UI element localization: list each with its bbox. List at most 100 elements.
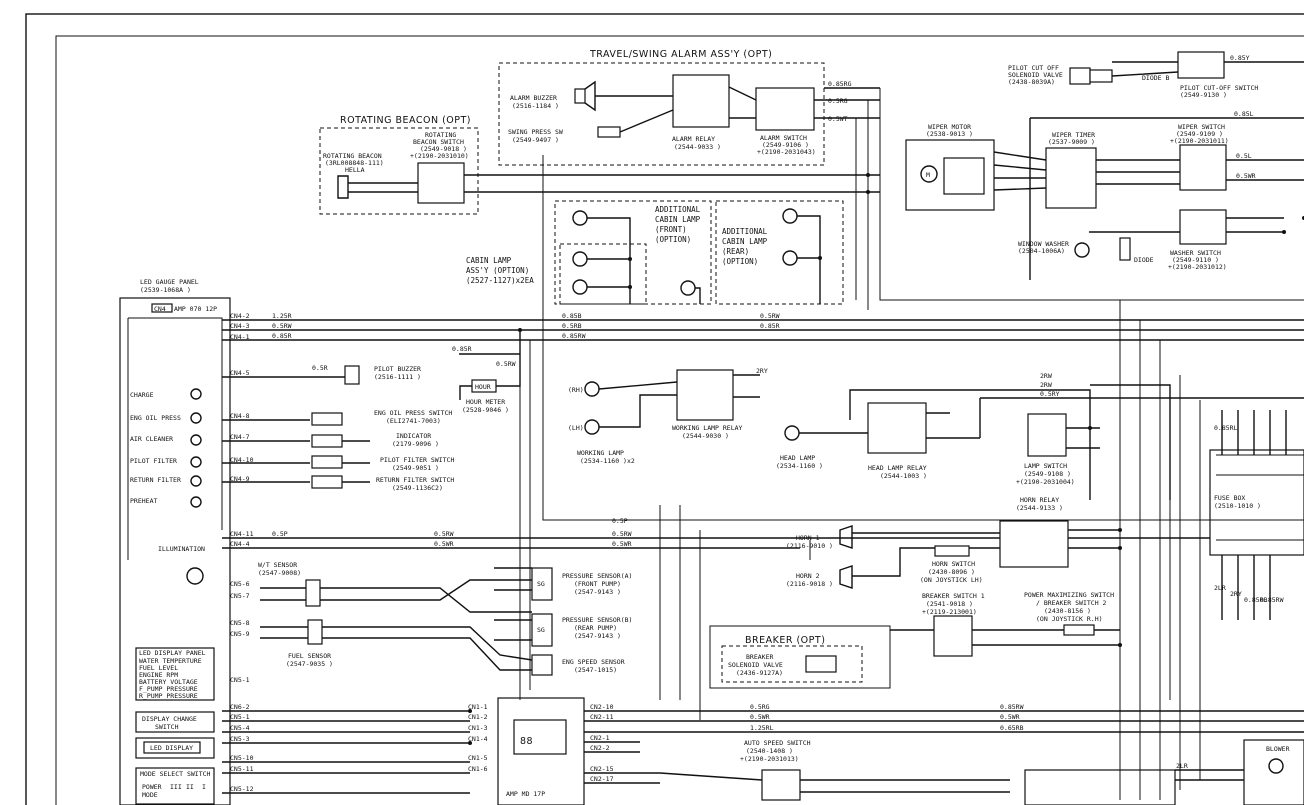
add-front-4: (OPTION): [655, 235, 691, 244]
cn4-8: CN4-8: [230, 412, 250, 420]
lamp-switch-icon: [1027, 413, 1067, 457]
pressure-a-label: PRESSURE SENSOR(A): [562, 572, 632, 580]
add-rear-3: (REAR): [722, 247, 749, 256]
auto-speed-label: AUTO SPEED SWITCH: [744, 739, 811, 747]
wire-2lr: 2LR: [1214, 584, 1226, 592]
cn2-17: CN2-17: [590, 775, 614, 783]
power-max-part2: (ON JOYSTICK R.H): [1036, 615, 1103, 623]
power-max-label2: / BREAKER SWITCH 2: [1036, 599, 1107, 607]
cn5-11: CN5-11: [230, 765, 254, 773]
wire-0.85l: 0.85L: [1234, 110, 1254, 118]
wire-2ry: 2RY: [756, 367, 768, 375]
head-lamp-relay-icon: [867, 402, 927, 454]
amp-connector: AMP 070 12P: [174, 305, 217, 313]
fuse-box-part: (2510-1010 ): [1214, 502, 1261, 510]
alarm-buzzer-part: (2516-1184 ): [512, 102, 559, 110]
wire-0.5wr: 0.5WR: [1236, 172, 1256, 180]
beacon-brand: HELLA: [345, 166, 365, 174]
cabin-lamp-group: ADDITIONAL CABIN LAMP (FRONT) (OPTION) A…: [466, 200, 844, 305]
pilot-cut-switch-icon: [1177, 51, 1225, 79]
hour-meter-label: HOUR METER: [466, 398, 505, 406]
pilot-buzzer-part: (2516-1111 ): [374, 373, 421, 381]
wire-lower-3: 0.5RG: [750, 703, 770, 711]
beacon-switch-label: ROTATING: [425, 131, 456, 139]
lamp-switch-part: (2549-9108 ): [1024, 470, 1071, 478]
wire-lower-7: 0.5WR: [1000, 713, 1020, 721]
wt-sensor-part: (2547-9008): [258, 569, 301, 577]
pressure-b-sub: (REAR PUMP): [574, 624, 617, 632]
wire-lower-2: 0.5WR: [434, 540, 454, 548]
fuse-box-group: FUSE BOX (2510-1010 ) 2LR 2RY 0.85RB 0.8…: [1209, 410, 1304, 620]
display-change-box: [135, 711, 215, 733]
diode-icon: [1119, 237, 1131, 261]
pilot-filter-icon: [311, 455, 343, 469]
wire-2rw: 2RW: [1040, 372, 1052, 380]
pressure-a-icon: [531, 567, 553, 601]
wiper-switch-part2: +(2190-2031011): [1170, 137, 1229, 145]
eng-speed-label: ENG SPEED SENSOR: [562, 658, 625, 666]
alarm-relay-part: (2544-9033 ): [674, 143, 721, 151]
led-panel-1: WATER TEMPERTURE: [139, 657, 202, 665]
mode-select-box: [135, 767, 215, 805]
eng-speed-icon: [531, 654, 553, 676]
cn2-10: CN2-10: [590, 703, 614, 711]
swing-press-label: SWING PRESS SW: [508, 128, 563, 136]
wire-lower-1: 0.5RW: [434, 530, 454, 538]
cn4-7: CN4-7: [230, 433, 250, 441]
amp-connector-label-box: [151, 303, 173, 313]
diode-b-label: DIODE B: [1142, 74, 1169, 82]
illumination-lamp-icon: [186, 567, 204, 585]
wire-0.85r: 0.85R: [272, 332, 292, 340]
working-lamp-label: WORKING LAMP: [577, 449, 624, 457]
led-display-panel-box: [135, 647, 215, 701]
indicator-label: INDICATOR: [396, 432, 431, 440]
buzzer-icon: [574, 88, 586, 104]
wire-0.85rb-b: 0.85RB: [1244, 596, 1268, 604]
wire-bus-6: 0.5RW: [760, 312, 780, 320]
wire-0.5l: 0.5L: [1236, 152, 1252, 160]
lamp-relay-group: (RH) (LH) WORKING LAMP (2534-1160 )x2 WO…: [568, 367, 1304, 500]
fuse-box: [1209, 449, 1304, 556]
cn4-1: CN4-1: [230, 333, 250, 341]
wire-2ry-b: 2RY: [1230, 590, 1242, 598]
beacon-title: ROTATING BEACON (OPT): [340, 115, 471, 126]
led-panel-6: R_PUMP PRESSURE: [139, 692, 198, 700]
alarm-switch-label: ALARM SWITCH: [760, 134, 807, 142]
led-panel-4: BATTERY VOLTAGE: [139, 678, 198, 686]
cn4-wiring: CN4-2 CN4-3 CN4-1 CN4-5 CN4-8 CN4-7 CN4-…: [222, 312, 1304, 549]
horn-switch-icon: [934, 545, 970, 557]
alarm-switch-part: (2549-9106 ): [762, 141, 809, 149]
pressure-a-part: (2547-9143 ): [574, 588, 621, 596]
panel-label-return: RETURN FILTER: [130, 476, 181, 484]
cn5-10: CN5-10: [230, 754, 254, 762]
alarm-switch-icon: [755, 87, 815, 131]
head-lamp-label: HEAD LAMP: [780, 454, 815, 462]
beacon-label: ROTATING BEACON: [323, 152, 382, 160]
horn2-label: HORN 2: [796, 572, 820, 580]
pilot-buzzer-icon: [344, 365, 360, 385]
mode-select-title: MODE SELECT SWITCH: [140, 770, 211, 778]
add-front-3: (FRONT): [655, 225, 687, 234]
beacon-switch-part: (2549-9018 ): [420, 145, 467, 153]
pilot-cut-label: PILOT CUT OFF: [1008, 64, 1059, 72]
window-washer-label: WINDOW WASHER: [1018, 240, 1069, 248]
wire-0.5ry: 0.5RY: [1040, 390, 1060, 398]
head-lamp-part: (2534-1160 ): [776, 462, 823, 470]
wire-lower-6: 0.65RB: [1000, 724, 1024, 732]
add-rear-4: (OPTION): [722, 257, 758, 266]
auto-speed-part2: +(2190-2031013): [740, 755, 799, 763]
wire-lower-0: 0.5P: [272, 530, 288, 538]
pilot-cutoff-group: PILOT CUT OFF SOLENOID VALVE (2438-8039A…: [1008, 51, 1304, 99]
horn-icon: [839, 565, 853, 589]
panel-label-charge: CHARGE: [130, 391, 154, 399]
outer-border: [25, 13, 1304, 805]
lamp-icon: [190, 412, 202, 424]
lamp-icon: [190, 388, 202, 400]
horn-switch-part2: (ON JOYSTICK LH): [920, 576, 983, 584]
cabin-lamp-icon: [572, 210, 588, 226]
wire-0.85rl: 0.85RL: [1214, 424, 1238, 432]
horn-group: HORN RELAY (2544-9133 ) HORN 1 (2116-901…: [786, 496, 1120, 589]
wire-0.85r-b: 0.85R: [452, 345, 472, 353]
wire-0.85rw-b: 0.85RW: [1260, 596, 1284, 604]
wire-bus-3: 0.85B: [562, 312, 582, 320]
